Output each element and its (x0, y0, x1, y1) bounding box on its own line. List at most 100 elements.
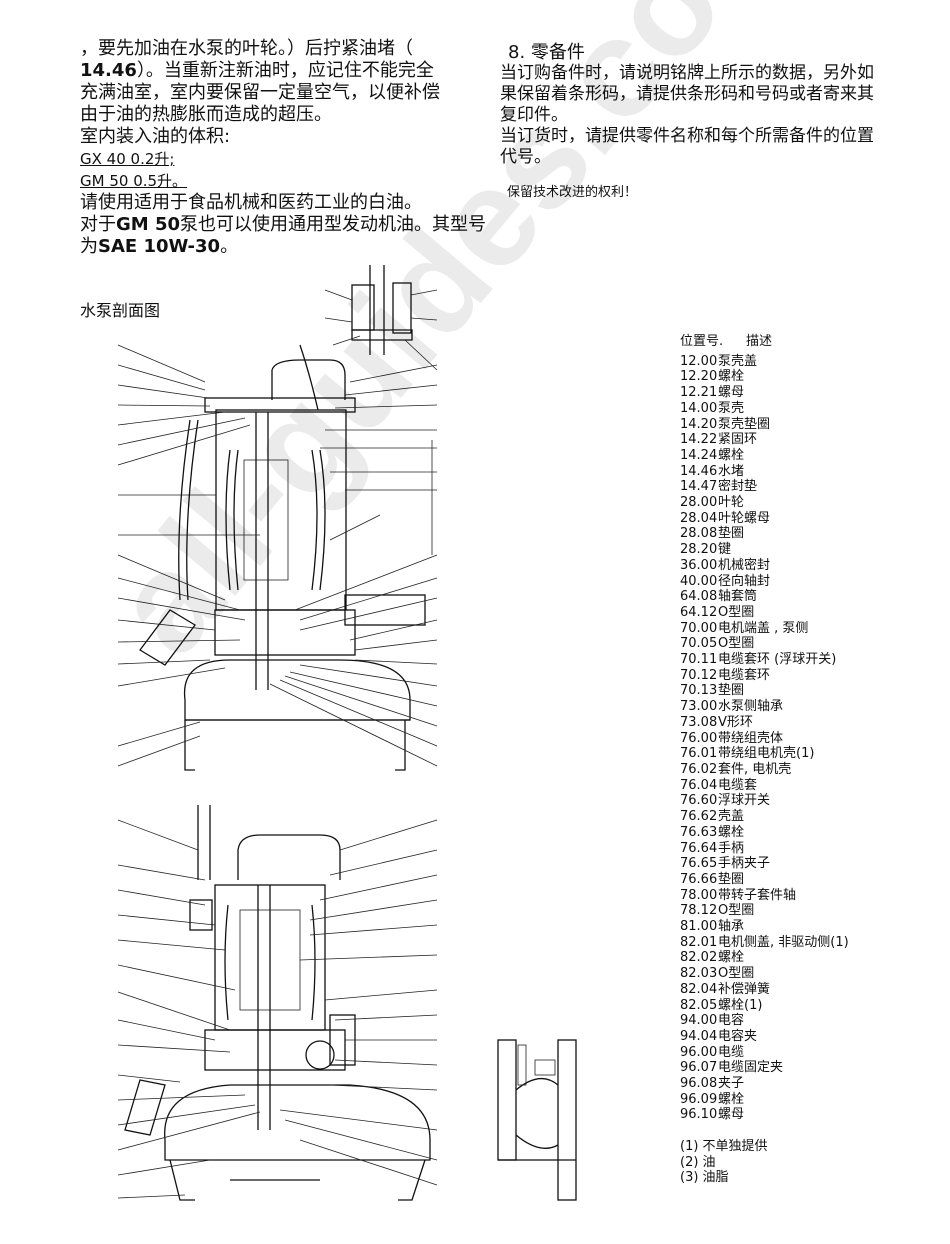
part-row: 76.63螺栓 (680, 825, 940, 841)
text-line: 当订购备件时，请说明铭牌上所示的数据，另外如 (500, 63, 874, 83)
part-number: 70.05 (680, 636, 718, 652)
pump-drawing-upper (117, 344, 438, 771)
part-description: 螺栓 (718, 824, 745, 840)
part-row: 14.20泵壳垫圈 (680, 417, 940, 433)
part-description: 螺栓 (718, 1091, 745, 1107)
part-description: 叶轮 (718, 495, 745, 511)
part-number: 82.02 (680, 950, 718, 966)
part-row: 12.00泵壳盖 (680, 354, 940, 370)
part-description: 螺栓 (718, 369, 745, 385)
rights-note: 保留技术改进的权利！ (507, 185, 638, 200)
part-description: 水堵 (718, 463, 745, 479)
part-row: 82.02螺栓 (680, 950, 940, 966)
part-description: 电缆固定夹 (718, 1060, 784, 1076)
section-label: 水泵剖面图 (80, 301, 161, 320)
part-row: 78.12O型圈 (680, 903, 940, 919)
part-row: 28.00叶轮 (680, 495, 940, 511)
part-number: 82.05 (680, 997, 718, 1013)
part-number: 81.00 (680, 919, 718, 935)
part-number: 76.01 (680, 746, 718, 762)
section-heading: 8. 零备件 (508, 42, 585, 63)
part-description: 机械密封 (718, 557, 771, 573)
part-number: 76.66 (680, 871, 718, 887)
part-number: 64.12 (680, 604, 718, 620)
part-description: 水泵侧轴承 (718, 699, 784, 715)
pump-drawing-lower (117, 805, 438, 1201)
part-number: 28.00 (680, 495, 718, 511)
part-row: 96.09螺栓 (680, 1092, 940, 1108)
part-description: 垫圈 (718, 871, 745, 887)
part-number: 76.00 (680, 730, 718, 746)
part-row: 36.00机械密封 (680, 558, 940, 574)
part-row: 73.00水泵侧轴承 (680, 699, 940, 715)
part-description: 电机端盖 , 泵侧 (718, 620, 809, 636)
part-description: 螺栓 (718, 447, 745, 463)
part-description: 电容 (718, 1013, 745, 1029)
part-description: 带绕组电机壳(1) (718, 746, 815, 762)
part-row: 76.62壳盖 (680, 809, 940, 825)
part-description: 螺母 (718, 1107, 745, 1123)
parts-header: 位置号.描述 (680, 334, 940, 350)
plug-ref: 14.46 (80, 60, 137, 81)
part-row: 76.65手柄夹子 (680, 856, 940, 872)
part-row: 28.20键 (680, 542, 940, 558)
part-number: 14.24 (680, 447, 718, 463)
part-description: 电缆 (718, 1044, 745, 1060)
part-number: 70.11 (680, 652, 718, 668)
part-row: 94.04电容夹 (680, 1029, 940, 1045)
part-row: 14.47密封垫 (680, 479, 940, 495)
footnotes: (1) 不单独提供 (2) 油 (3) 油脂 (680, 1139, 768, 1186)
part-description: 电缆套环 (718, 667, 771, 683)
footnote: (3) 油脂 (680, 1170, 729, 1185)
description-header: 描述 (746, 334, 773, 349)
part-number: 73.00 (680, 699, 718, 715)
part-number: 96.08 (680, 1076, 718, 1092)
part-description: 轴套筒 (718, 589, 758, 605)
oil-instructions: ，要先加油在水泵的叶轮。）后拧紧油堵（ 14.46）。当重新注新油时，应记住不能… (80, 38, 487, 258)
text-line: 充满油室，室内要保留一定量空气，以便补偿 (80, 82, 440, 103)
part-description: 螺母 (718, 385, 745, 401)
part-number: 76.02 (680, 761, 718, 777)
part-number: 78.12 (680, 903, 718, 919)
part-row: 76.60浮球开关 (680, 793, 940, 809)
part-description: 浮球开关 (718, 793, 771, 809)
part-row: 96.00电缆 (680, 1045, 940, 1061)
part-number: 82.04 (680, 981, 718, 997)
part-number: 96.00 (680, 1044, 718, 1060)
part-description: O型圈 (718, 636, 755, 652)
text-line: 对于GM 50泵也可以使用通用型发动机油。其型号 (80, 214, 487, 235)
part-description: 电容夹 (718, 1028, 758, 1044)
part-number: 96.09 (680, 1091, 718, 1107)
flange-detail (497, 1039, 577, 1201)
part-description: 轴承 (718, 919, 745, 935)
part-description: 密封垫 (718, 479, 758, 495)
text-line: 代号。 (500, 147, 551, 167)
part-description: 电缆套 (718, 777, 758, 793)
text-line: 室内装入油的体积: (80, 126, 231, 147)
text-line: 为SAE 10W-30。 (80, 236, 239, 257)
part-number: 82.03 (680, 966, 718, 982)
part-description: V形环 (718, 714, 753, 730)
part-description: 键 (718, 542, 732, 558)
part-row: 28.04叶轮螺母 (680, 511, 940, 527)
part-number: 40.00 (680, 573, 718, 589)
part-number: 82.01 (680, 934, 718, 950)
part-number: 28.04 (680, 510, 718, 526)
oil-volume-gx40: GX 40 0.2升; (80, 150, 175, 168)
text-line: 由于油的热膨胀而造成的超压。 (80, 104, 332, 125)
part-row: 82.01电机侧盖, 非驱动侧(1) (680, 935, 940, 951)
part-row: 96.08夹子 (680, 1076, 940, 1092)
part-number: 14.20 (680, 416, 718, 432)
part-description: 泵壳垫圈 (718, 416, 771, 432)
part-description: 泵壳 (718, 400, 745, 416)
part-row: 70.00电机端盖 , 泵侧 (680, 621, 940, 637)
part-row: 12.20螺栓 (680, 369, 940, 385)
part-row: 81.00轴承 (680, 919, 940, 935)
text-line: 果保留着条形码，请提供条形码和号码或者寄来其 (500, 84, 874, 104)
part-number: 36.00 (680, 557, 718, 573)
part-number: 73.08 (680, 714, 718, 730)
part-number: 76.60 (680, 793, 718, 809)
part-number: 76.64 (680, 840, 718, 856)
part-number: 70.13 (680, 683, 718, 699)
